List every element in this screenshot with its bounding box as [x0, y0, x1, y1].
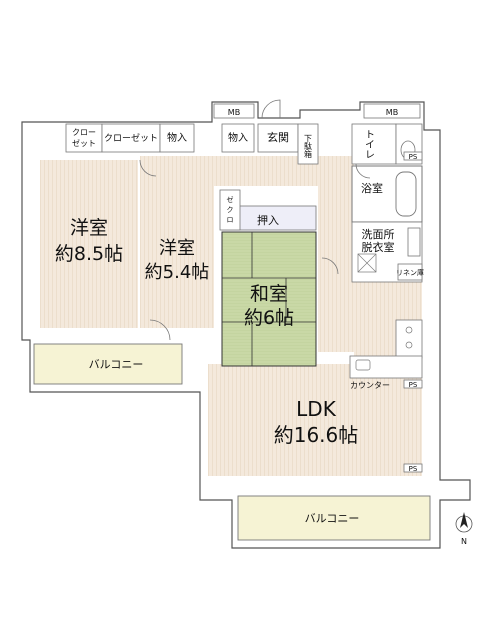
mb-box-1: [213, 103, 255, 119]
closet-2: [101, 123, 161, 153]
closet-3-label-3: ロ: [227, 216, 234, 224]
western-room-1-size: 約8.5帖: [55, 243, 123, 265]
oshiire-label: 押入: [257, 213, 279, 227]
toilet-label: トイレ: [363, 129, 375, 159]
ldk-name: LDK: [296, 397, 337, 421]
bathtub: [395, 171, 417, 217]
washroom-label-1: 洗面所: [362, 228, 395, 241]
balcony-1-label: バルコニー: [89, 358, 144, 371]
closet-1-label-2: ゼット: [72, 138, 96, 148]
kitchen-counter: [349, 355, 423, 379]
sink: [407, 227, 421, 257]
japanese-room-size: 約6帖: [244, 307, 294, 329]
mb-label-2: MB: [386, 108, 398, 117]
storage-2-label: 物入: [228, 131, 248, 144]
balcony-1: [33, 343, 183, 385]
ps-label-1: PS: [409, 153, 418, 161]
western-room-1-floor: [40, 160, 138, 328]
storage-1: [159, 123, 195, 153]
closet-2-label: クローゼット: [104, 132, 158, 144]
japanese-room-name: 和室: [250, 283, 288, 305]
western-room-1-name: 洋室: [70, 217, 108, 239]
balcony-2-label: バルコニー: [305, 512, 360, 525]
stove: [395, 319, 423, 359]
closet-row: [65, 123, 319, 165]
shoe-cabinet-label: 下駄箱: [304, 134, 313, 159]
ldk-size: 約16.6帖: [274, 423, 359, 447]
ps-label-2: PS: [409, 381, 418, 389]
ps-box-1: [403, 151, 423, 161]
ps-box-3: [403, 463, 423, 473]
shoe-cabinet: [297, 123, 319, 165]
storage-1-label: 物入: [167, 131, 187, 144]
storage-2: [221, 123, 255, 153]
genkan-label: 玄関: [267, 130, 289, 144]
ldk-floor: [208, 364, 422, 476]
washer-space: [357, 253, 377, 273]
closet-3: [219, 189, 241, 231]
compass-icon: N: [455, 512, 473, 546]
toilet-room: [351, 123, 397, 165]
closet-1-label-1: クロー: [72, 128, 96, 137]
mb-label-1: MB: [228, 108, 240, 117]
western-room-2-name: 洋室: [159, 238, 195, 259]
tatami-room: [221, 231, 317, 367]
western-room-2-size: 約5.4帖: [145, 262, 210, 283]
closet-3-label-2: ク: [227, 206, 234, 214]
linen-closet: [397, 263, 423, 281]
kitchen-sink: [355, 359, 371, 371]
compass-label: N: [461, 537, 467, 546]
balcony-2: [237, 495, 431, 541]
mb-box-2: [363, 103, 421, 119]
doors: [139, 99, 371, 341]
bathroom-label: 浴室: [361, 181, 383, 195]
western-room-2-floor: [140, 186, 214, 328]
linen-label: リネン庫: [396, 268, 424, 277]
bathroom: [351, 165, 423, 223]
washroom-label-2: 脱衣室: [362, 240, 395, 254]
closet-3-label-1: ゼ: [227, 195, 234, 204]
corridor-floor: [318, 156, 354, 352]
ps-label-3: PS: [409, 465, 418, 473]
ps-box-2: [403, 379, 423, 389]
counter-label: カウンター: [350, 381, 390, 390]
